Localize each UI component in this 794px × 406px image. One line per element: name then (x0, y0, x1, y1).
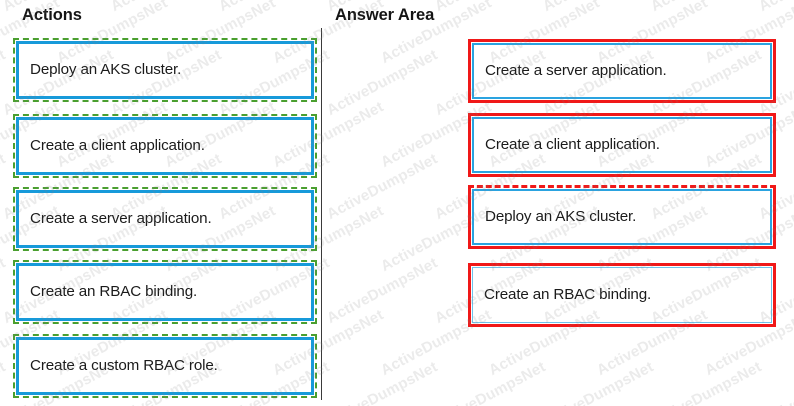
actions-column-title: Actions (22, 6, 82, 24)
answer-item-label: Create a server application. (485, 61, 667, 79)
action-item[interactable]: Create a server application. (16, 190, 314, 248)
action-item[interactable]: Create a client application. (16, 117, 314, 175)
action-item-label: Create a server application. (30, 209, 212, 227)
action-item[interactable]: Deploy an AKS cluster. (16, 41, 314, 99)
answer-item[interactable]: Create an RBAC binding. (472, 267, 772, 323)
answer-item[interactable]: Create a server application. (472, 43, 772, 99)
answer-item-label: Create an RBAC binding. (484, 285, 652, 303)
answer-area-column-title: Answer Area (335, 6, 435, 24)
action-item-label: Create a custom RBAC role. (30, 356, 218, 374)
action-item-label: Create a client application. (30, 136, 205, 154)
action-item-label: Create an RBAC binding. (30, 282, 198, 300)
answer-item[interactable]: Deploy an AKS cluster. (472, 189, 772, 245)
column-divider (321, 28, 322, 400)
action-item[interactable]: Create an RBAC binding. (16, 263, 314, 321)
action-item[interactable]: Create a custom RBAC role. (16, 337, 314, 395)
answer-item[interactable]: Create a client application. (472, 117, 772, 173)
action-item-label: Deploy an AKS cluster. (30, 60, 182, 78)
answer-item-label: Create a client application. (485, 135, 660, 153)
answer-item-label: Deploy an AKS cluster. (485, 207, 637, 225)
